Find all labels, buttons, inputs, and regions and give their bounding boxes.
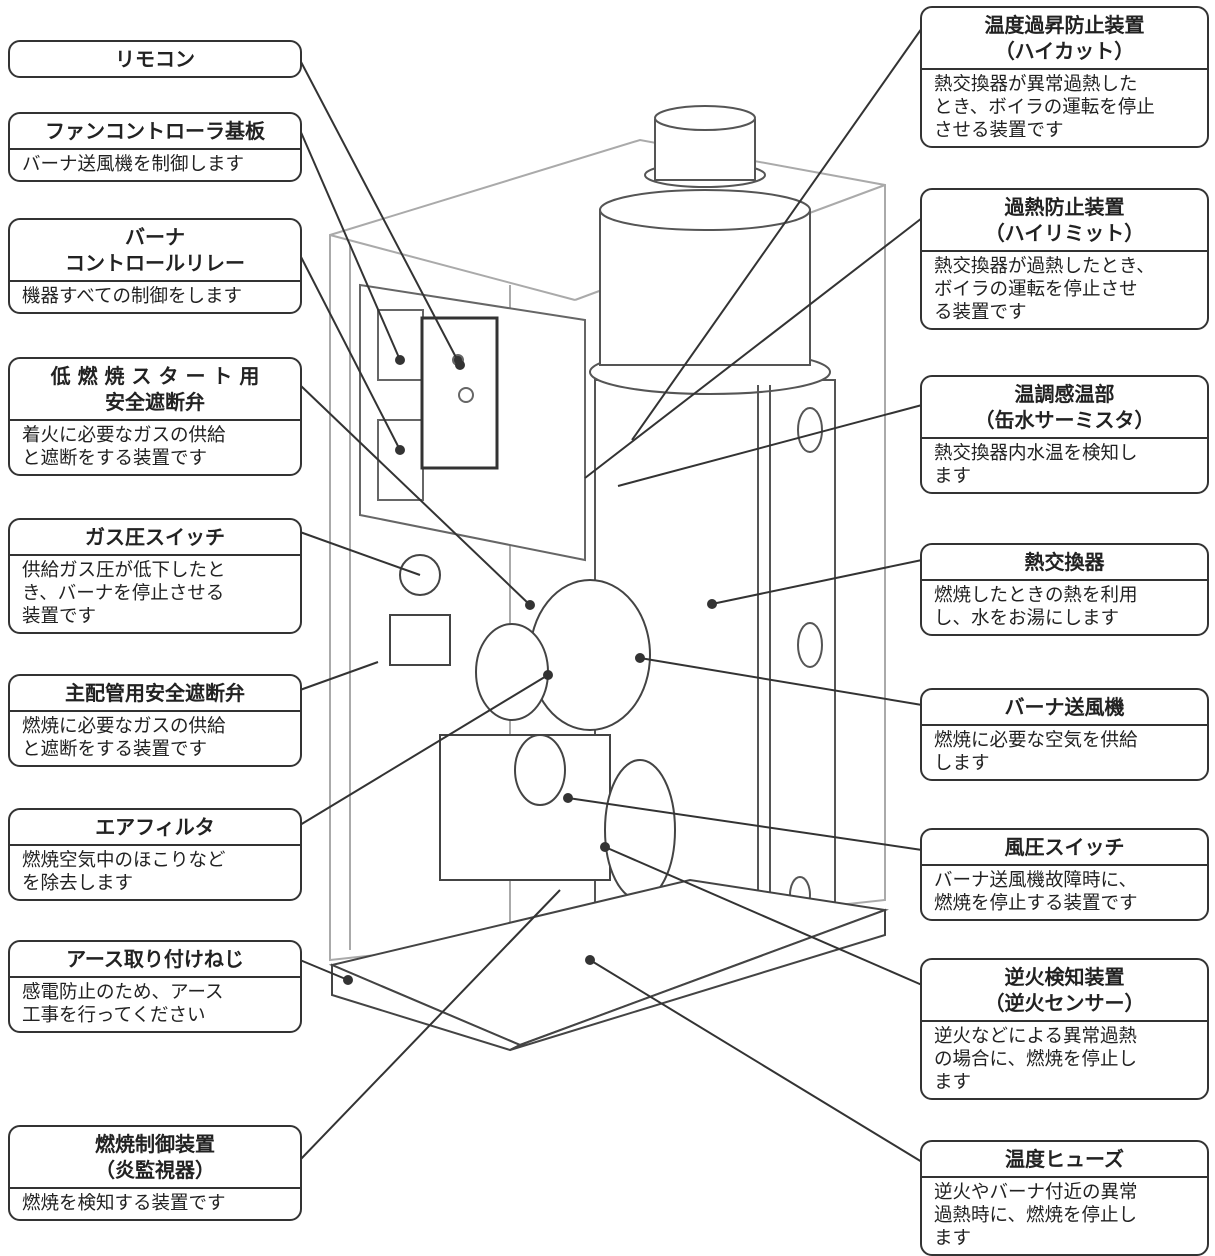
label-earth-screw-title: アース取り付けねじ <box>10 942 300 978</box>
label-air-switch-desc: バーナ送風機故障時に、 燃焼を停止する装置です <box>934 870 1138 914</box>
label-thermistor-title: 温調感温部 （缶水サーミスタ） <box>922 377 1207 439</box>
label-flame-control-desc: 燃焼を検知する装置です <box>22 1193 226 1214</box>
label-remote: リモコン <box>8 40 302 78</box>
label-fuse-desc: 逆火やバーナ付近の異常 過熱時に、燃焼を停止し ます <box>934 1182 1138 1249</box>
label-high-cut-desc: 熱交換器が異常過熱した とき、ボイラの運転を停止 させる装置です <box>934 74 1155 141</box>
label-air-filter-title: エアフィルタ <box>10 810 300 846</box>
label-backfire-title: 逆火検知装置 （逆火センサー） <box>922 960 1207 1022</box>
control-panel <box>359 283 586 562</box>
label-thermistor: 温調感温部 （缶水サーミスタ） 熱交換器内水温を検知し ます <box>920 375 1209 494</box>
label-heat-exchanger-title: 熱交換器 <box>922 545 1207 581</box>
label-air-switch-title: 風圧スイッチ <box>922 830 1207 866</box>
label-fan-board-title: ファンコントローラ基板 <box>10 114 300 150</box>
label-backfire-desc: 逆火などによる異常過熱 の場合に、燃焼を停止し ます <box>934 1026 1137 1093</box>
label-gas-switch-desc: 供給ガス圧が低下したと き、バーナを停止させる 装置です <box>22 560 226 627</box>
label-high-limit: 過熱防止装置 （ハイリミット） 熱交換器が過熱したとき、 ボイラの運転を停止させ… <box>920 188 1209 330</box>
label-gas-switch: ガス圧スイッチ 供給ガス圧が低下したと き、バーナを停止させる 装置です <box>8 518 302 634</box>
label-burner-relay: バーナ コントロールリレー 機器すべての制御をします <box>8 218 302 314</box>
label-low-start-valve-title: 低 燃 焼 ス タ ー ト 用 安全遮断弁 <box>10 359 300 421</box>
label-high-limit-title: 過熱防止装置 （ハイリミット） <box>922 190 1207 252</box>
label-fuse: 温度ヒューズ 逆火やバーナ付近の異常 過熱時に、燃焼を停止し ます <box>920 1140 1209 1256</box>
label-flame-control-title: 燃焼制御装置 （炎監視器） <box>10 1127 300 1189</box>
label-thermistor-desc: 熱交換器内水温を検知し ます <box>934 443 1138 487</box>
label-heat-exchanger: 熱交換器 燃焼したときの熱を利用 し、水をお湯にします <box>920 543 1209 636</box>
label-burner-relay-desc: 機器すべての制御をします <box>22 286 242 307</box>
base-tray <box>328 878 889 1052</box>
label-main-valve-title: 主配管用安全遮断弁 <box>10 676 300 712</box>
label-burner-relay-title: バーナ コントロールリレー <box>10 220 300 282</box>
label-high-limit-desc: 熱交換器が過熱したとき、 ボイラの運転を停止させ る装置です <box>934 256 1155 323</box>
label-heat-exchanger-desc: 燃焼したときの熱を利用 し、水をお湯にします <box>934 585 1138 629</box>
label-blower-desc: 燃焼に必要な空気を供給 します <box>934 730 1138 774</box>
label-fuse-title: 温度ヒューズ <box>922 1142 1207 1178</box>
label-high-cut-title: 温度過昇防止装置 （ハイカット） <box>922 8 1207 70</box>
label-gas-switch-title: ガス圧スイッチ <box>10 520 300 556</box>
label-air-filter-desc: 燃焼空気中のほこりなど を除去します <box>22 850 226 894</box>
label-earth-screw-desc: 感電防止のため、アース 工事を行ってください <box>22 982 224 1026</box>
label-low-start-valve: 低 燃 焼 ス タ ー ト 用 安全遮断弁 着火に必要なガスの供給 と遮断をする… <box>8 357 302 476</box>
label-flame-control: 燃焼制御装置 （炎監視器） 燃焼を検知する装置です <box>8 1125 302 1221</box>
leader-lines <box>299 27 923 1163</box>
label-air-switch: 風圧スイッチ バーナ送風機故障時に、 燃焼を停止する装置です <box>920 828 1209 921</box>
leader-dots <box>343 355 717 985</box>
label-air-filter: エアフィルタ 燃焼空気中のほこりなど を除去します <box>8 808 302 901</box>
label-fan-board-desc: バーナ送風機を制御します <box>22 154 245 175</box>
label-fan-board: ファンコントローラ基板 バーナ送風機を制御します <box>8 112 302 182</box>
label-low-start-valve-desc: 着火に必要なガスの供給 と遮断をする装置です <box>22 425 226 469</box>
label-high-cut: 温度過昇防止装置 （ハイカット） 熱交換器が異常過熱した とき、ボイラの運転を停… <box>920 6 1209 148</box>
label-blower-title: バーナ送風機 <box>922 690 1207 726</box>
label-earth-screw: アース取り付けねじ 感電防止のため、アース 工事を行ってください <box>8 940 302 1033</box>
label-blower: バーナ送風機 燃焼に必要な空気を供給 します <box>920 688 1209 781</box>
label-backfire: 逆火検知装置 （逆火センサー） 逆火などによる異常過熱 の場合に、燃焼を停止し … <box>920 958 1209 1100</box>
label-remote-title: リモコン <box>115 47 195 71</box>
label-main-valve: 主配管用安全遮断弁 燃焼に必要なガスの供給 と遮断をする装置です <box>8 674 302 767</box>
label-main-valve-desc: 燃焼に必要なガスの供給 と遮断をする装置です <box>22 716 226 760</box>
